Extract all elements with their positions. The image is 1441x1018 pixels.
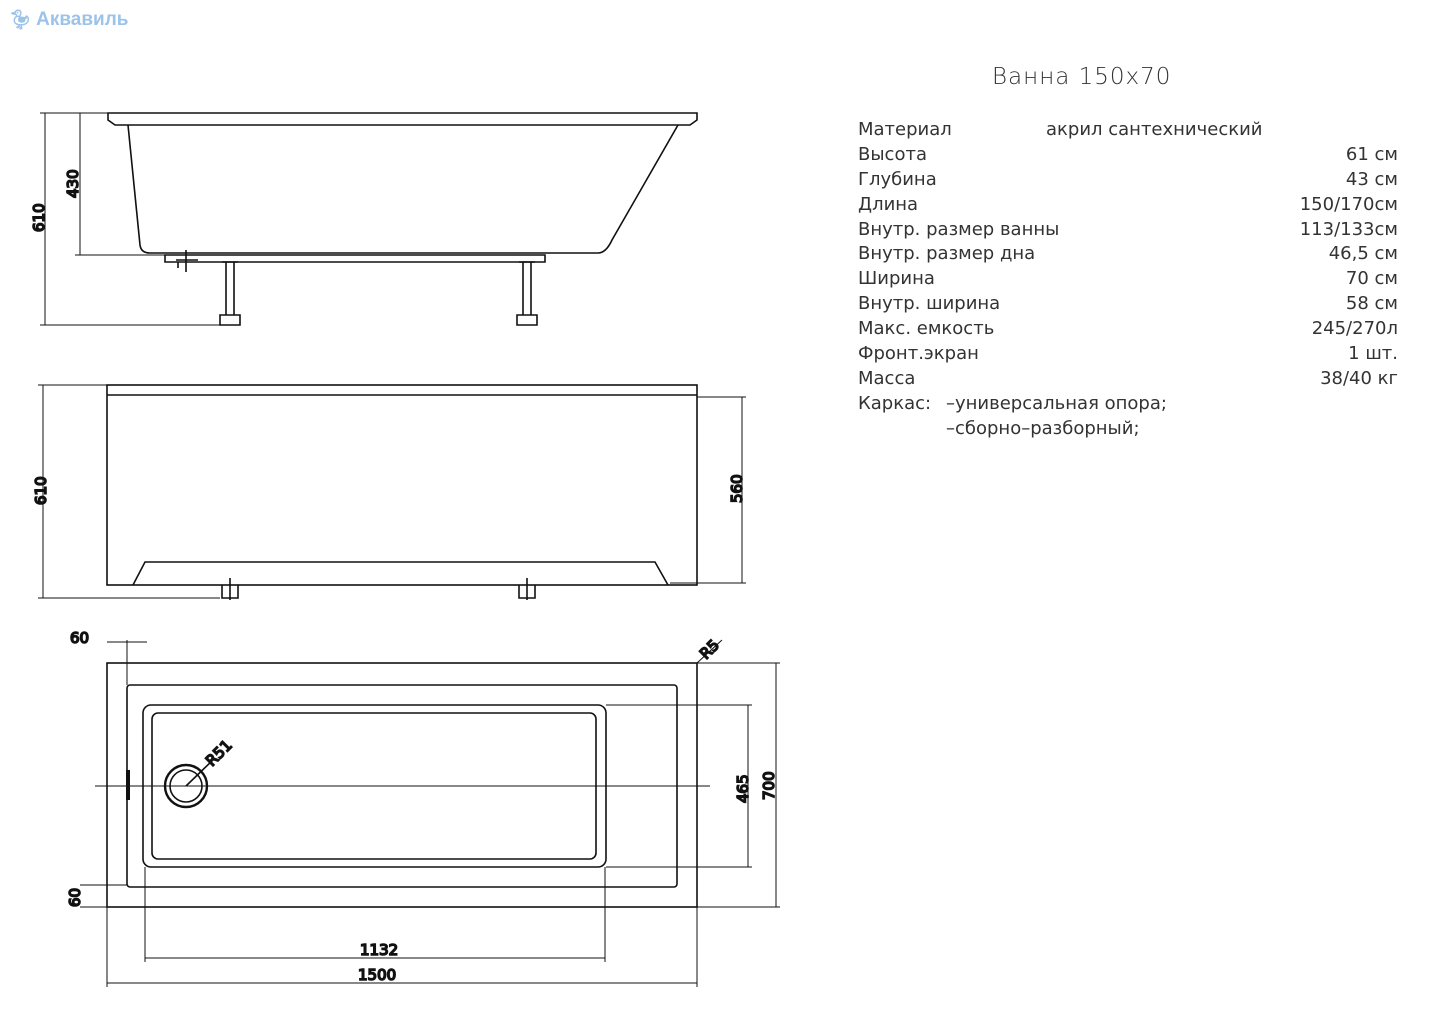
dim-side-depth: 430 [64,169,82,198]
spec-label: Масса [858,367,916,389]
spec-row: Внутр. размер ванны 113/133см [858,219,1428,244]
frame-line-1: –универсальная опора; [946,392,1167,414]
spec-value: 113/133см [1299,218,1398,240]
spec-label: Длина [858,193,919,215]
spec-value: 38/40 кг [1320,367,1398,389]
spec-label: Внутр. размер ванны [858,218,1060,240]
dim-side-height: 610 [30,203,48,232]
frame-label: Каркас: [858,392,932,414]
spec-label: Глубина [858,168,937,190]
spec-value: 46,5 см [1328,243,1398,265]
logo-text: Аквавиль [36,9,129,30]
leg-right [516,261,538,326]
spec-label: Ширина [858,268,935,290]
spec-row: Глубина 43 см [858,169,1428,194]
spec-row: Материал акрил сантехнический [858,119,1428,144]
spec-value: 43 см [1345,168,1398,190]
spec-row: Внутр. ширина 58 см [858,293,1428,318]
spec-row: Длина 150/170см [858,194,1428,219]
spec-value: 58 см [1345,293,1398,315]
front-view: 610 560 [31,384,747,600]
dim-front-panel: 560 [728,474,746,503]
spec-row: Фронт.экран 1 шт. [858,343,1428,368]
spec-row: Внутр. размер дна 46,5 см [858,243,1428,268]
drawing-title: Ванна 150x70 [992,64,1172,90]
spec-row: Масса 38/40 кг [858,368,1428,393]
frame-row: Каркас: –универсальная опора; [858,393,1428,418]
spec-label: Внутр. размер дна [858,243,1036,265]
dim-inner-width: 465 [734,774,752,803]
dim-top-rim: 60 [70,629,89,647]
spec-list: Материал акрил сантехнический Высота 61 см… [858,119,1428,443]
spec-value: 245/270л [1311,318,1398,340]
spec-value: 1 шт. [1348,343,1398,365]
frame-line-2: –сборно–разборный; [946,417,1140,439]
dim-inner-length: 1132 [360,941,398,959]
top-view: 60 60 465 700 1132 1500 R5 R51 [65,628,780,987]
spec-label: Макс. емкость [858,318,995,340]
dim-bottom-rim: 60 [66,888,84,907]
duck-icon: 🦆︎ [8,10,33,31]
spec-label: Материал [858,119,952,140]
spec-value: 150/170см [1299,193,1398,215]
spec-label: Внутр. ширина [858,293,1001,315]
spec-label: Высота [858,143,927,165]
spec-row: Высота 61 см [858,144,1428,169]
side-view: 610 430 [29,112,698,326]
dim-corner-radius: R5 [696,636,723,663]
spec-value: акрил сантехнический [1046,119,1263,140]
spec-value: 70 см [1345,268,1398,290]
spec-value: 61 см [1345,143,1398,165]
dim-width: 700 [760,771,778,800]
spec-label: Фронт.экран [858,343,979,365]
spec-row: Макс. емкость 245/270л [858,318,1428,343]
leg-left [219,261,241,326]
dim-length: 1500 [358,966,396,984]
dim-front-height: 610 [32,476,50,505]
logo: 🦆︎ Аквавиль [8,8,128,32]
frame-row: –сборно–разборный; [858,418,1428,443]
spec-row: Ширина 70 см [858,268,1428,293]
